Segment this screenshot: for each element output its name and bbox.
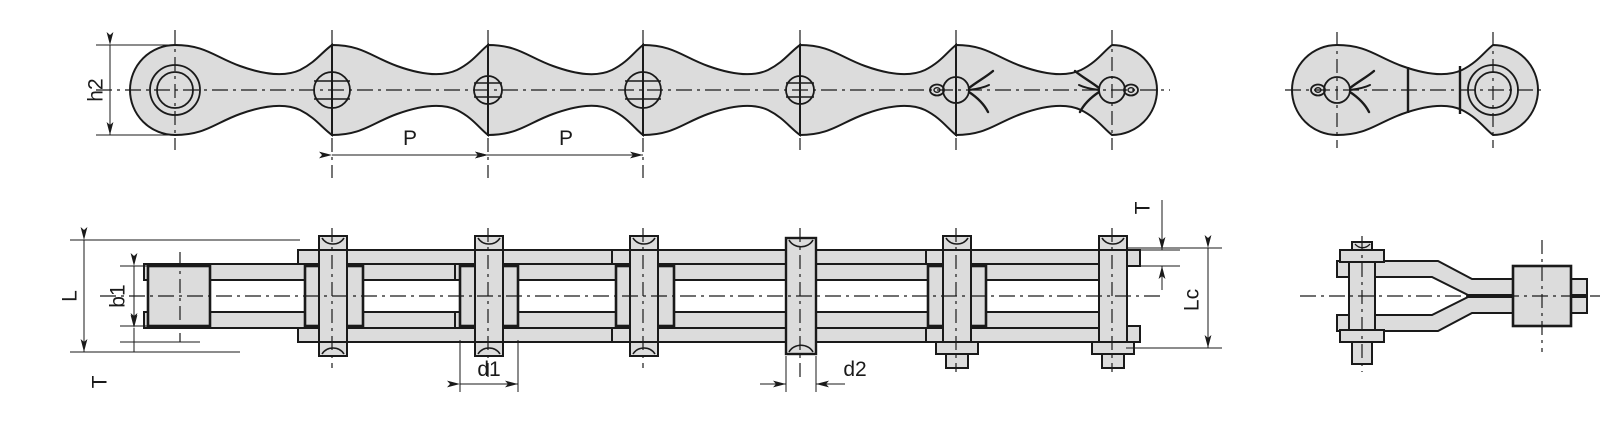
dimension-label-L: L <box>59 290 82 302</box>
pin-centerlines-group <box>174 30 1113 178</box>
dimension-d2: d2 <box>760 356 867 392</box>
dimension-d1: d1 <box>447 340 519 392</box>
dimension-L: L <box>59 227 300 353</box>
single-link-side-view <box>1285 32 1545 148</box>
dimension-label-p-left: P <box>403 127 417 150</box>
dimension-h2: h2 <box>85 32 182 136</box>
dimension-p-right: P <box>475 127 643 159</box>
pin-centerlines-group <box>1361 236 1543 372</box>
chain-plan-section-view: L b1 T d1 d2 <box>59 200 1222 392</box>
dimension-T-top: T <box>1126 200 1180 290</box>
offset-link-plan-view <box>1300 236 1600 372</box>
chain-side-elevation-view: h2 P P <box>85 30 1170 178</box>
pin-centerlines-group <box>179 228 1113 380</box>
pin-centerlines-group <box>1336 32 1494 148</box>
dimension-label-d2: d2 <box>843 358 866 381</box>
dimension-label-b1: b1 <box>107 284 130 307</box>
dimension-label-Lc: Lc <box>1181 289 1204 311</box>
dimension-p-left: P <box>319 127 488 159</box>
dimension-label-T-bottom: T <box>89 375 112 388</box>
dimension-Lc: Lc <box>1126 235 1222 349</box>
dimension-label-d1: d1 <box>477 358 500 381</box>
dimension-label-p-right: P <box>559 127 573 150</box>
dimension-T-bottom: T <box>89 315 200 388</box>
pin <box>935 235 979 369</box>
dimension-b1: b1 <box>107 253 200 327</box>
dimension-label-T-top: T <box>1132 201 1155 214</box>
link-plate <box>129 43 333 137</box>
dimension-label-h2: h2 <box>85 78 108 101</box>
